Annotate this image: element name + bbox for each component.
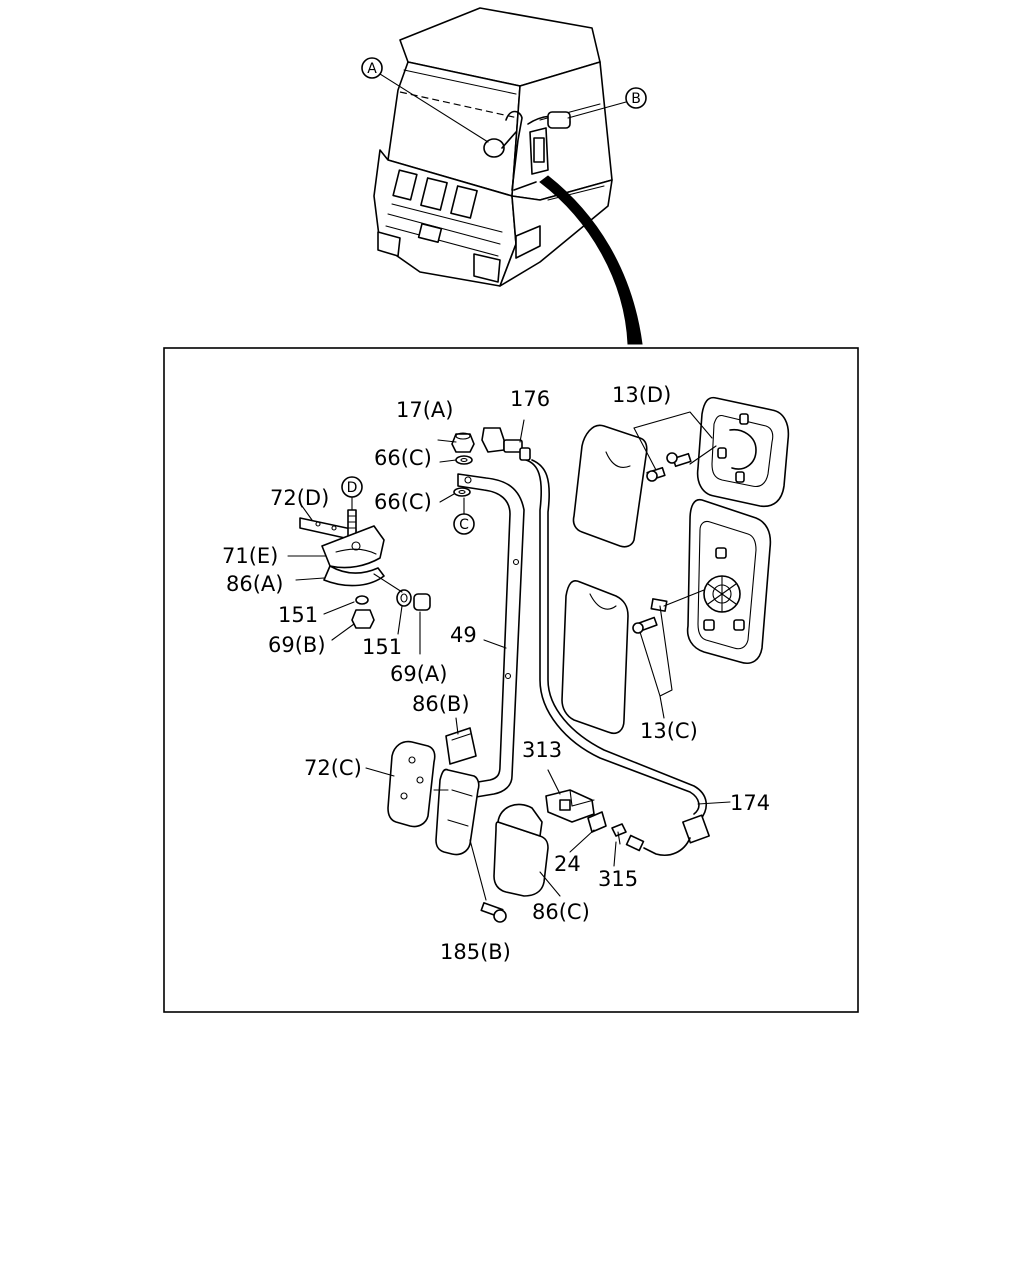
leader-lines <box>287 439 731 897</box>
bracket-71e <box>321 525 385 569</box>
upper-mirror-glass <box>572 424 648 548</box>
label-69a: 69(A) <box>390 662 447 686</box>
cover-86c <box>493 803 549 897</box>
washer-151-left <box>355 595 369 605</box>
lower-mirror-housing <box>686 498 772 664</box>
label-71e: 71(E) <box>222 544 278 568</box>
connector-313 <box>545 789 595 823</box>
plate-72c <box>387 740 436 828</box>
cover-86a <box>323 565 385 587</box>
screw-13d <box>633 411 717 482</box>
nut-17a <box>451 432 475 453</box>
label-72c: 72(C) <box>304 756 362 780</box>
lower-mirror-glass <box>561 580 629 735</box>
screw-13c <box>632 589 705 719</box>
bolt-185b <box>469 839 507 923</box>
washer-66c-lower <box>453 487 471 497</box>
terminal-315 <box>611 823 627 845</box>
callout-b-circle <box>625 87 647 109</box>
label-66c-1: 66(C) <box>374 446 432 470</box>
label-13c: 13(C) <box>640 719 698 743</box>
label-151-1: 151 <box>278 603 318 627</box>
truck-cab-overview: A B <box>361 7 647 345</box>
callout-d-label: D <box>347 480 358 496</box>
washer-66c-upper <box>455 455 473 465</box>
label-313: 313 <box>522 738 562 762</box>
label-151-2: 151 <box>362 635 402 659</box>
seal-24 <box>587 811 607 833</box>
callout-c-label: C <box>459 517 469 533</box>
label-66c-2: 66(C) <box>374 490 432 514</box>
upper-mirror-housing <box>696 396 790 508</box>
cable-174 <box>525 459 710 856</box>
nut-69a <box>413 593 431 611</box>
base-bracket <box>435 768 480 856</box>
connector-176 <box>481 419 531 461</box>
label-24: 24 <box>554 852 581 876</box>
label-86b: 86(B) <box>412 692 470 716</box>
label-174: 174 <box>730 791 770 815</box>
detail-frame <box>163 347 859 1013</box>
nut-69b <box>351 609 375 629</box>
label-315: 315 <box>598 867 638 891</box>
label-13d: 13(D) <box>612 383 671 407</box>
part-labels: 17(A) 176 13(D) 66(C) 66(C) 72(D) 71(E) … <box>222 383 770 964</box>
callout-b-label: B <box>631 91 641 107</box>
label-72d: 72(D) <box>270 486 329 510</box>
label-86a: 86(A) <box>226 572 283 596</box>
label-185b: 185(B) <box>440 940 511 964</box>
label-17a: 17(A) <box>396 398 453 422</box>
label-49: 49 <box>450 623 477 647</box>
label-86c: 86(C) <box>532 900 590 924</box>
label-69b: 69(B) <box>268 633 326 657</box>
label-176: 176 <box>510 387 550 411</box>
callout-a-label: A <box>367 61 377 77</box>
cover-86b <box>445 727 477 765</box>
callout-a-circle <box>361 57 383 79</box>
washer-151-right <box>396 589 412 607</box>
